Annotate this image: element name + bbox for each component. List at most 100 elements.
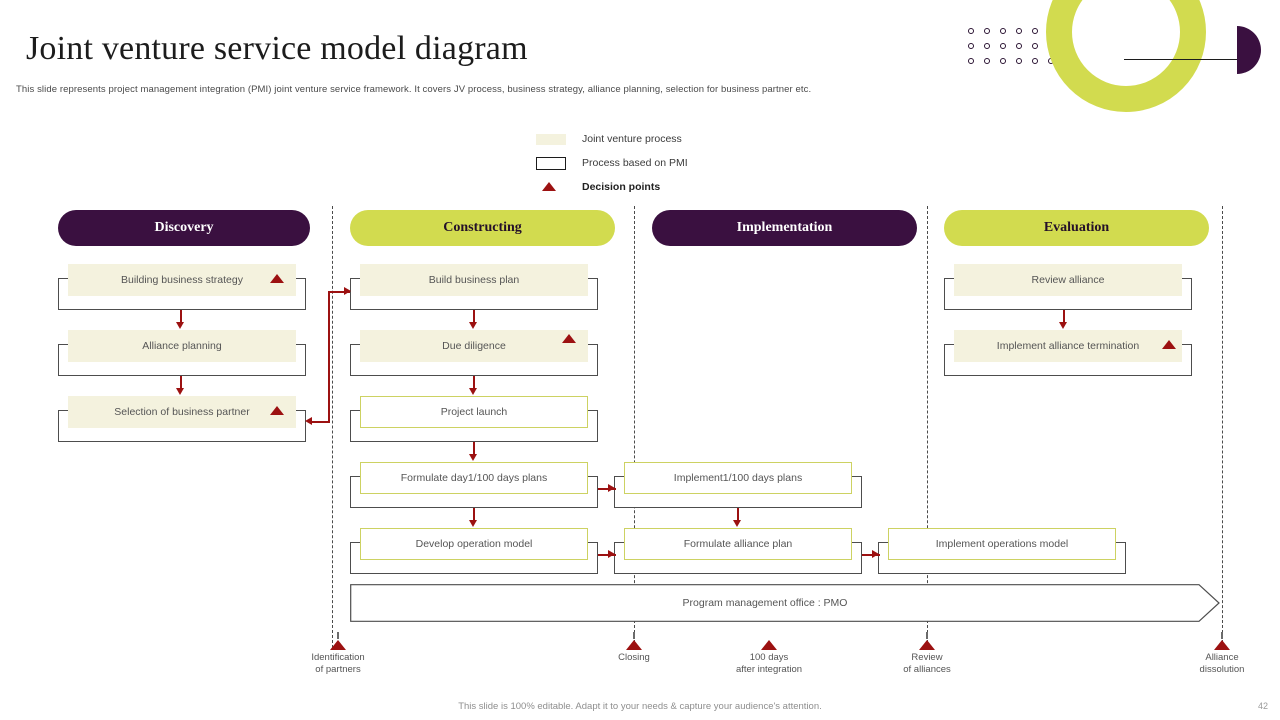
- milestone-triangle-icon: [761, 640, 777, 650]
- footer-note: This slide is 100% editable. Adapt it to…: [458, 701, 822, 712]
- connector-develop-to-formulate-alliance: [598, 554, 616, 556]
- milestone-triangle-icon: [330, 640, 346, 650]
- legend-label: Decision points: [582, 181, 661, 193]
- dot: [1032, 43, 1038, 49]
- milestone-stem: [633, 632, 635, 639]
- milestone-label: Closing: [618, 652, 650, 663]
- milestone-triangle-icon: [1214, 640, 1230, 650]
- legend-label: Joint venture process: [582, 133, 682, 145]
- legend-item-decision-points: Decision points: [536, 178, 688, 196]
- milestone-triangle-icon: [626, 640, 642, 650]
- arrow-head-down-icon: [1059, 322, 1067, 329]
- arrow-launch-to-formulate: [473, 442, 475, 456]
- decoration-line: [1124, 59, 1244, 60]
- arrow-head-down-icon: [176, 322, 184, 329]
- arrow-formulate-to-develop: [473, 508, 475, 522]
- milestone-stem: [337, 632, 339, 639]
- legend-item-jv-process: Joint venture process: [536, 130, 688, 148]
- divider-evaluation-end: [1222, 206, 1223, 648]
- connector-alliance-plan-to-operations-model: [862, 554, 880, 556]
- divider-discovery-constructing: [332, 206, 333, 648]
- dot: [1000, 28, 1006, 34]
- arrow-head-down-icon: [469, 388, 477, 395]
- connector-loop-vertical: [328, 291, 330, 422]
- milestone-stem: [1221, 632, 1223, 639]
- decision-point-triangle-icon: [270, 274, 284, 283]
- arrow-implement-to-formulate-alliance: [737, 508, 739, 522]
- pmo-banner[interactable]: Program management office : PMO: [350, 584, 1220, 622]
- node-label: Alliance planning: [68, 330, 296, 362]
- arrow-head-right-icon: [872, 550, 879, 558]
- arrow-planning-to-selection: [180, 376, 182, 390]
- legend-swatch-pmi-icon: [536, 156, 566, 170]
- node-label: Implement alliance termination: [954, 330, 1182, 362]
- column-header-implementation[interactable]: Implementation: [652, 210, 917, 246]
- dot: [968, 58, 974, 64]
- half-circle-decoration-icon: [1237, 26, 1261, 74]
- column-header-evaluation[interactable]: Evaluation: [944, 210, 1209, 246]
- dot: [984, 58, 990, 64]
- node-label: Review alliance: [954, 264, 1182, 296]
- node-label: Formulate day1/100 days plans: [360, 462, 588, 494]
- header-decoration: [950, 0, 1280, 112]
- column-header-constructing[interactable]: Constructing: [350, 210, 615, 246]
- node-label: Building business strategy: [68, 264, 296, 296]
- node-label: Project launch: [360, 396, 588, 428]
- page-number: 42: [1257, 701, 1268, 711]
- arrow-head-right-icon: [608, 484, 615, 492]
- dot: [984, 43, 990, 49]
- arrow-head-down-icon: [469, 322, 477, 329]
- page-subtitle: This slide represents project management…: [16, 84, 812, 95]
- decision-point-triangle-icon: [562, 334, 576, 343]
- dot: [968, 28, 974, 34]
- arrow-head-down-icon: [469, 454, 477, 461]
- page-title: Joint venture service model diagram: [26, 30, 528, 67]
- connector-loop-top: [328, 291, 350, 293]
- dot: [1016, 28, 1022, 34]
- divider-constructing-implementation: [634, 206, 635, 648]
- dot: [968, 43, 974, 49]
- divider-implementation-evaluation: [927, 206, 928, 648]
- node-label: Develop operation model: [360, 528, 588, 560]
- arrow-diligence-to-launch: [473, 376, 475, 390]
- node-label: Selection of business partner: [68, 396, 296, 428]
- dot: [984, 28, 990, 34]
- column-header-discovery[interactable]: Discovery: [58, 210, 310, 246]
- arrow-head-down-icon: [733, 520, 741, 527]
- dot: [1000, 43, 1006, 49]
- decision-point-triangle-icon: [1162, 340, 1176, 349]
- legend-triangle-icon: [536, 181, 566, 193]
- dot: [1016, 58, 1022, 64]
- node-label: Formulate alliance plan: [624, 528, 852, 560]
- arrow-strategy-to-planning: [180, 310, 182, 324]
- arrow-head-right-icon: [608, 550, 615, 558]
- connector-day-plans-to-implement: [598, 488, 616, 490]
- legend-swatch-jv-icon: [536, 133, 566, 145]
- arrow-head-left-icon: [305, 417, 312, 425]
- arrow-plan-to-diligence: [473, 310, 475, 324]
- dot: [1032, 28, 1038, 34]
- node-label: Implement1/100 days plans: [624, 462, 852, 494]
- node-label: Due diligence: [360, 330, 588, 362]
- dot: [1000, 58, 1006, 64]
- arrow-head-down-icon: [176, 388, 184, 395]
- arrow-head-right-icon: [344, 287, 351, 295]
- milestone-triangle-icon: [919, 640, 935, 650]
- dot: [1016, 43, 1022, 49]
- connector-loop-bottom: [312, 421, 330, 423]
- legend-item-pmi-process: Process based on PMI: [536, 154, 688, 172]
- node-label: Implement operations model: [888, 528, 1116, 560]
- arrow-review-to-termination: [1063, 310, 1065, 324]
- legend-label: Process based on PMI: [582, 157, 688, 169]
- node-label: Build business plan: [360, 264, 588, 296]
- legend: Joint venture process Process based on P…: [536, 130, 688, 202]
- dot: [1032, 58, 1038, 64]
- pmo-label: Program management office : PMO: [682, 597, 848, 609]
- ring-decoration-icon: [1046, 0, 1206, 112]
- arrow-head-down-icon: [469, 520, 477, 527]
